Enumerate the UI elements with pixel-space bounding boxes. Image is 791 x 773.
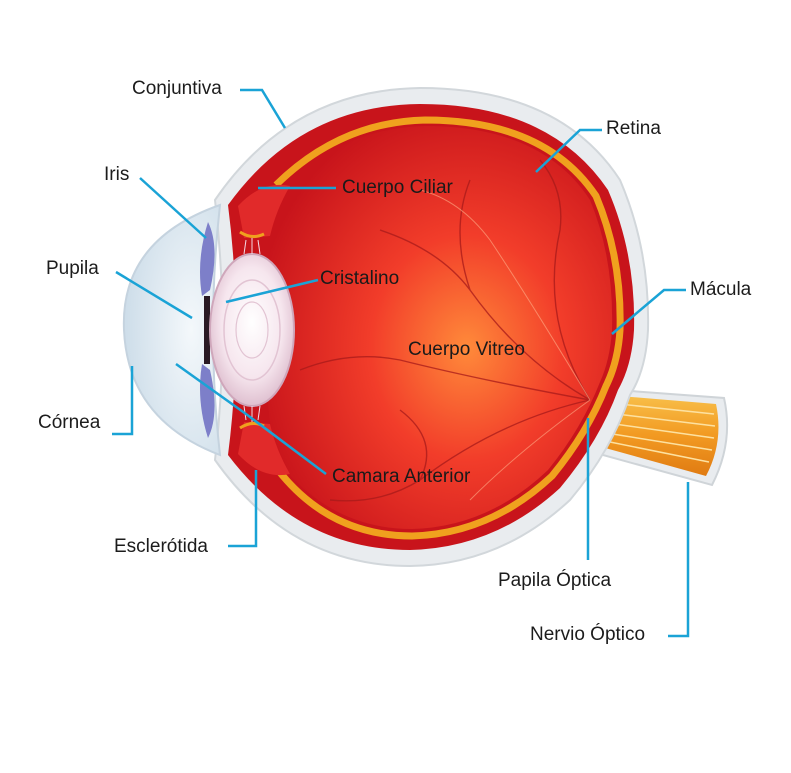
label-camara-anterior: Camara Anterior: [332, 466, 471, 487]
leader-lines: [112, 88, 690, 638]
label-cornea: Córnea: [38, 412, 101, 433]
leader-pupila: [115, 270, 193, 320]
leader-cornea: [112, 366, 134, 436]
label-retina: Retina: [606, 118, 661, 139]
leader-retina: [535, 128, 602, 173]
label-conjuntiva: Conjuntiva: [132, 78, 222, 99]
label-macula: Mácula: [690, 279, 752, 300]
leader-nervio-optico: [668, 482, 690, 638]
label-iris: Iris: [104, 164, 130, 185]
leader-cristalino: [225, 278, 319, 304]
label-cristalino: Cristalino: [320, 268, 400, 289]
leader-macula: [611, 288, 686, 335]
label-cuerpo-vitreo: Cuerpo Vitreo: [408, 339, 525, 360]
vitreous-body: [266, 126, 613, 529]
leader-conjuntiva: [240, 88, 287, 129]
label-papila-optica: Papila Óptica: [498, 570, 612, 591]
label-pupila: Pupila: [46, 258, 99, 279]
leader-esclerotida: [228, 470, 258, 548]
label-cuerpo-ciliar: Cuerpo Ciliar: [342, 177, 453, 198]
leader-camara-anterior: [175, 362, 327, 475]
retina: [273, 116, 624, 540]
label-esclerotida: Esclerótida: [114, 536, 208, 557]
label-nervio-optico: Nervio Óptico: [530, 624, 646, 645]
ciliary-body: [238, 184, 290, 476]
leader-iris: [139, 177, 207, 239]
